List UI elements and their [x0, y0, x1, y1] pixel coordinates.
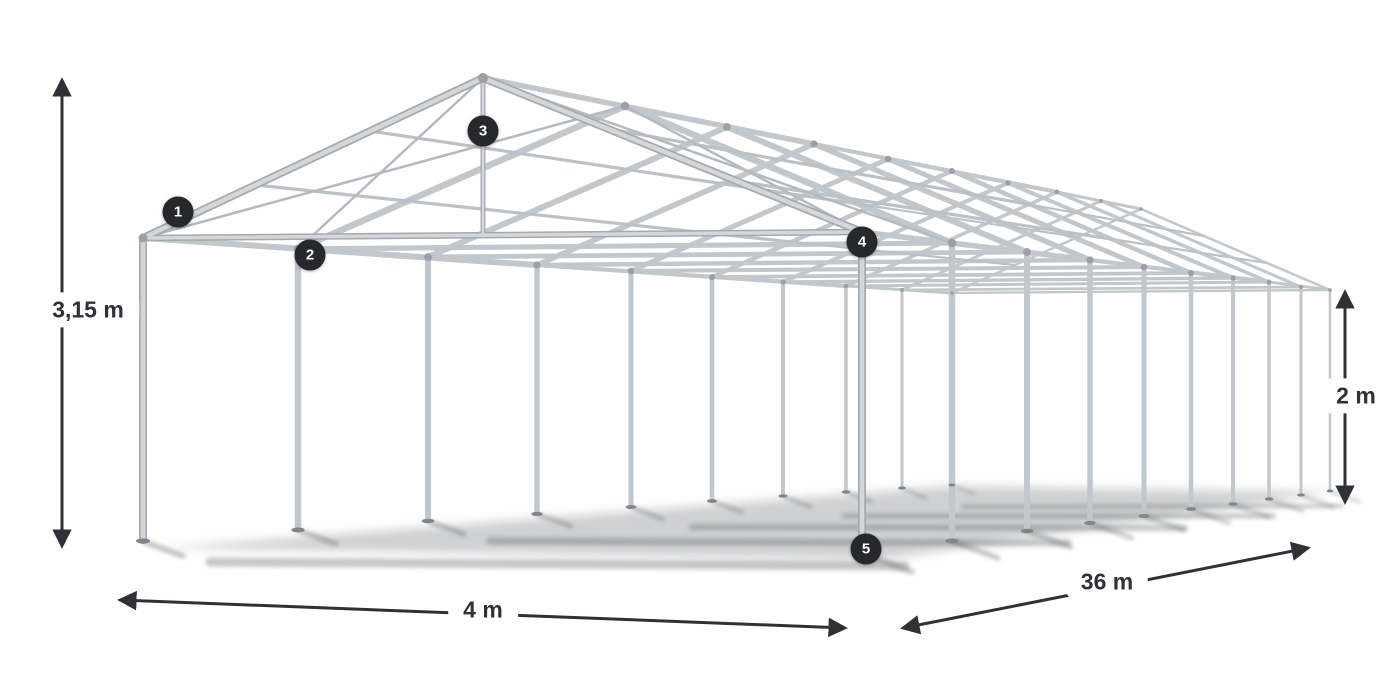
- dimension-label-length: 36 m: [1065, 564, 1149, 600]
- frame-bays: [294, 102, 1332, 544]
- part-marker-3[interactable]: 3: [467, 115, 499, 147]
- ground-shadow: [142, 484, 1362, 575]
- dimension-label-width: 4 m: [448, 592, 518, 628]
- front-frame: [139, 74, 866, 556]
- part-marker-1[interactable]: 1: [162, 196, 194, 228]
- part-marker-5[interactable]: 5: [850, 533, 882, 565]
- dimension-label-side-height: 2 m: [1321, 378, 1391, 414]
- dimension-label-total-height: 3,15 m: [37, 292, 139, 328]
- eave-beams: [140, 229, 1332, 295]
- part-marker-4[interactable]: 4: [846, 226, 878, 258]
- joint-connectors: [138, 73, 1332, 295]
- part-marker-2[interactable]: 2: [294, 239, 326, 271]
- tent-frame: [136, 73, 1334, 556]
